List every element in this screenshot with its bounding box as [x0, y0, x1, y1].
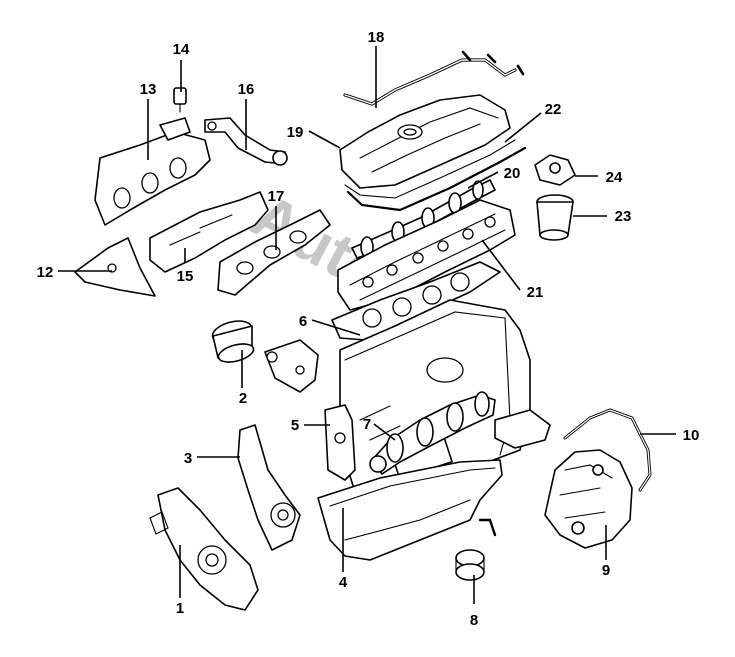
callout-18: 18 — [368, 29, 385, 46]
part-oil-filter — [211, 320, 319, 393]
part-bracket — [74, 237, 156, 297]
callout-17: 17 — [268, 188, 285, 205]
part-crankshaft — [369, 391, 496, 475]
part-egr-pipe — [204, 117, 288, 166]
part-front-cover — [149, 487, 259, 611]
callout-7: 7 — [363, 416, 371, 433]
part-bolt — [173, 87, 187, 113]
part-pulley — [455, 518, 497, 581]
callout-24: 24 — [606, 169, 623, 186]
part-manifold — [94, 117, 211, 226]
part-breather-pipe — [343, 50, 525, 106]
part-exhaust-manifold — [149, 191, 269, 273]
callout-12: 12 — [37, 264, 54, 281]
part-sensor — [534, 154, 576, 186]
part-rear-plate — [494, 409, 551, 449]
callout-20: 20 — [504, 165, 521, 182]
callout-4: 4 — [339, 574, 348, 591]
callout-6: 6 — [299, 313, 307, 330]
callout-5: 5 — [291, 417, 299, 434]
part-injection-pump — [544, 449, 633, 549]
callout-19: 19 — [287, 124, 304, 141]
callout-3: 3 — [184, 450, 192, 467]
callout-15: 15 — [177, 268, 194, 285]
callout-8: 8 — [470, 612, 478, 629]
part-fuel-filter — [536, 194, 574, 241]
callout-2: 2 — [239, 390, 247, 407]
part-oil-pan — [317, 459, 503, 561]
callout-22: 22 — [545, 101, 562, 118]
callout-13: 13 — [140, 81, 157, 98]
part-seal-plate — [324, 404, 356, 481]
part-exhaust-gasket — [217, 209, 331, 296]
callout-14: 14 — [173, 41, 190, 58]
leader-lines — [58, 46, 676, 604]
part-valve-cover — [339, 94, 516, 199]
part-cylinder-head — [337, 199, 516, 311]
callout-labels: 1 2 3 4 5 6 7 8 9 10 12 13 14 15 16 17 1… — [37, 29, 700, 629]
part-valve-cover-gasket — [346, 146, 527, 212]
callout-16: 16 — [238, 81, 255, 98]
callout-21: 21 — [527, 284, 544, 301]
callout-10: 10 — [683, 427, 700, 444]
part-head-gasket — [331, 261, 501, 341]
part-fuel-pipe — [563, 408, 652, 492]
part-timing-cover — [237, 424, 301, 551]
callout-23: 23 — [615, 208, 632, 225]
callout-9: 9 — [602, 562, 610, 579]
callout-1: 1 — [176, 600, 184, 617]
